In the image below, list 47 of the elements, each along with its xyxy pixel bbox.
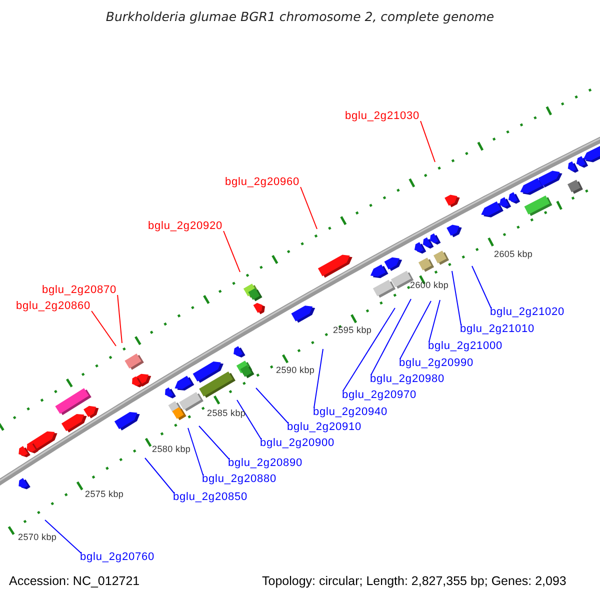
gene-label: bglu_2g20900 bbox=[260, 437, 335, 450]
leader-line bbox=[188, 428, 204, 476]
leader-line bbox=[472, 266, 492, 308]
gene-label: bglu_2g20990 bbox=[399, 357, 474, 370]
leader-line bbox=[400, 300, 432, 360]
leader-line bbox=[452, 270, 462, 326]
gene-label: bglu_2g21020 bbox=[490, 306, 565, 319]
footer-text: Accession: NC_012721 bbox=[9, 574, 140, 589]
gene-label: bglu_2g20980 bbox=[370, 373, 445, 386]
leader-line bbox=[314, 348, 324, 408]
gene-label: bglu_2g20850 bbox=[173, 491, 248, 504]
leader-line bbox=[144, 458, 174, 494]
tick-label: 2600 kbp bbox=[410, 280, 449, 290]
leader-line bbox=[428, 300, 440, 342]
tick-label: 2605 kbp bbox=[494, 249, 533, 259]
tick-label: 2575 kbp bbox=[85, 489, 124, 499]
leader-line bbox=[91, 310, 116, 346]
tick-label: 2570 kbp bbox=[18, 532, 57, 542]
leader-line bbox=[223, 230, 240, 272]
leader-line bbox=[300, 186, 318, 230]
gene-label: bglu_2g20970 bbox=[342, 389, 417, 402]
tick-label: 2595 kbp bbox=[333, 325, 372, 335]
gene-label: bglu_2g20920 bbox=[148, 220, 223, 233]
gene-label: bglu_2g20880 bbox=[202, 473, 277, 486]
gene-label: bglu_2g20860 bbox=[16, 300, 91, 313]
gene-label: bglu_2g21030 bbox=[345, 110, 420, 123]
leader-line bbox=[44, 520, 82, 554]
gene-label: bglu_2g20760 bbox=[80, 551, 155, 564]
leader-line bbox=[256, 388, 288, 424]
gene-label: bglu_2g20940 bbox=[313, 406, 388, 419]
gene-label: bglu_2g21000 bbox=[428, 340, 503, 353]
gene-label: bglu_2g20960 bbox=[225, 176, 300, 189]
leader-line bbox=[342, 308, 396, 392]
tick-label: 2585 kbp bbox=[207, 408, 246, 418]
gene-label: bglu_2g20890 bbox=[228, 457, 303, 470]
leader-line bbox=[117, 294, 122, 344]
gene-label: bglu_2g20910 bbox=[287, 421, 362, 434]
title: Burkholderia glumae BGR1 chromosome 2, complete genome bbox=[104, 9, 496, 24]
leader-line bbox=[370, 298, 412, 376]
leader-line bbox=[420, 120, 436, 162]
leader-line bbox=[198, 426, 230, 460]
gene-label: bglu_2g20870 bbox=[42, 284, 117, 297]
gene-label: bglu_2g21010 bbox=[460, 323, 535, 336]
tick-label: 2590 kbp bbox=[276, 365, 315, 375]
tick-label: 2580 kbp bbox=[152, 444, 191, 454]
footer-text: Topology: circular; Length: 2,827,355 bp; Genes: 2,093 bbox=[262, 574, 566, 589]
leader-line bbox=[236, 400, 262, 440]
